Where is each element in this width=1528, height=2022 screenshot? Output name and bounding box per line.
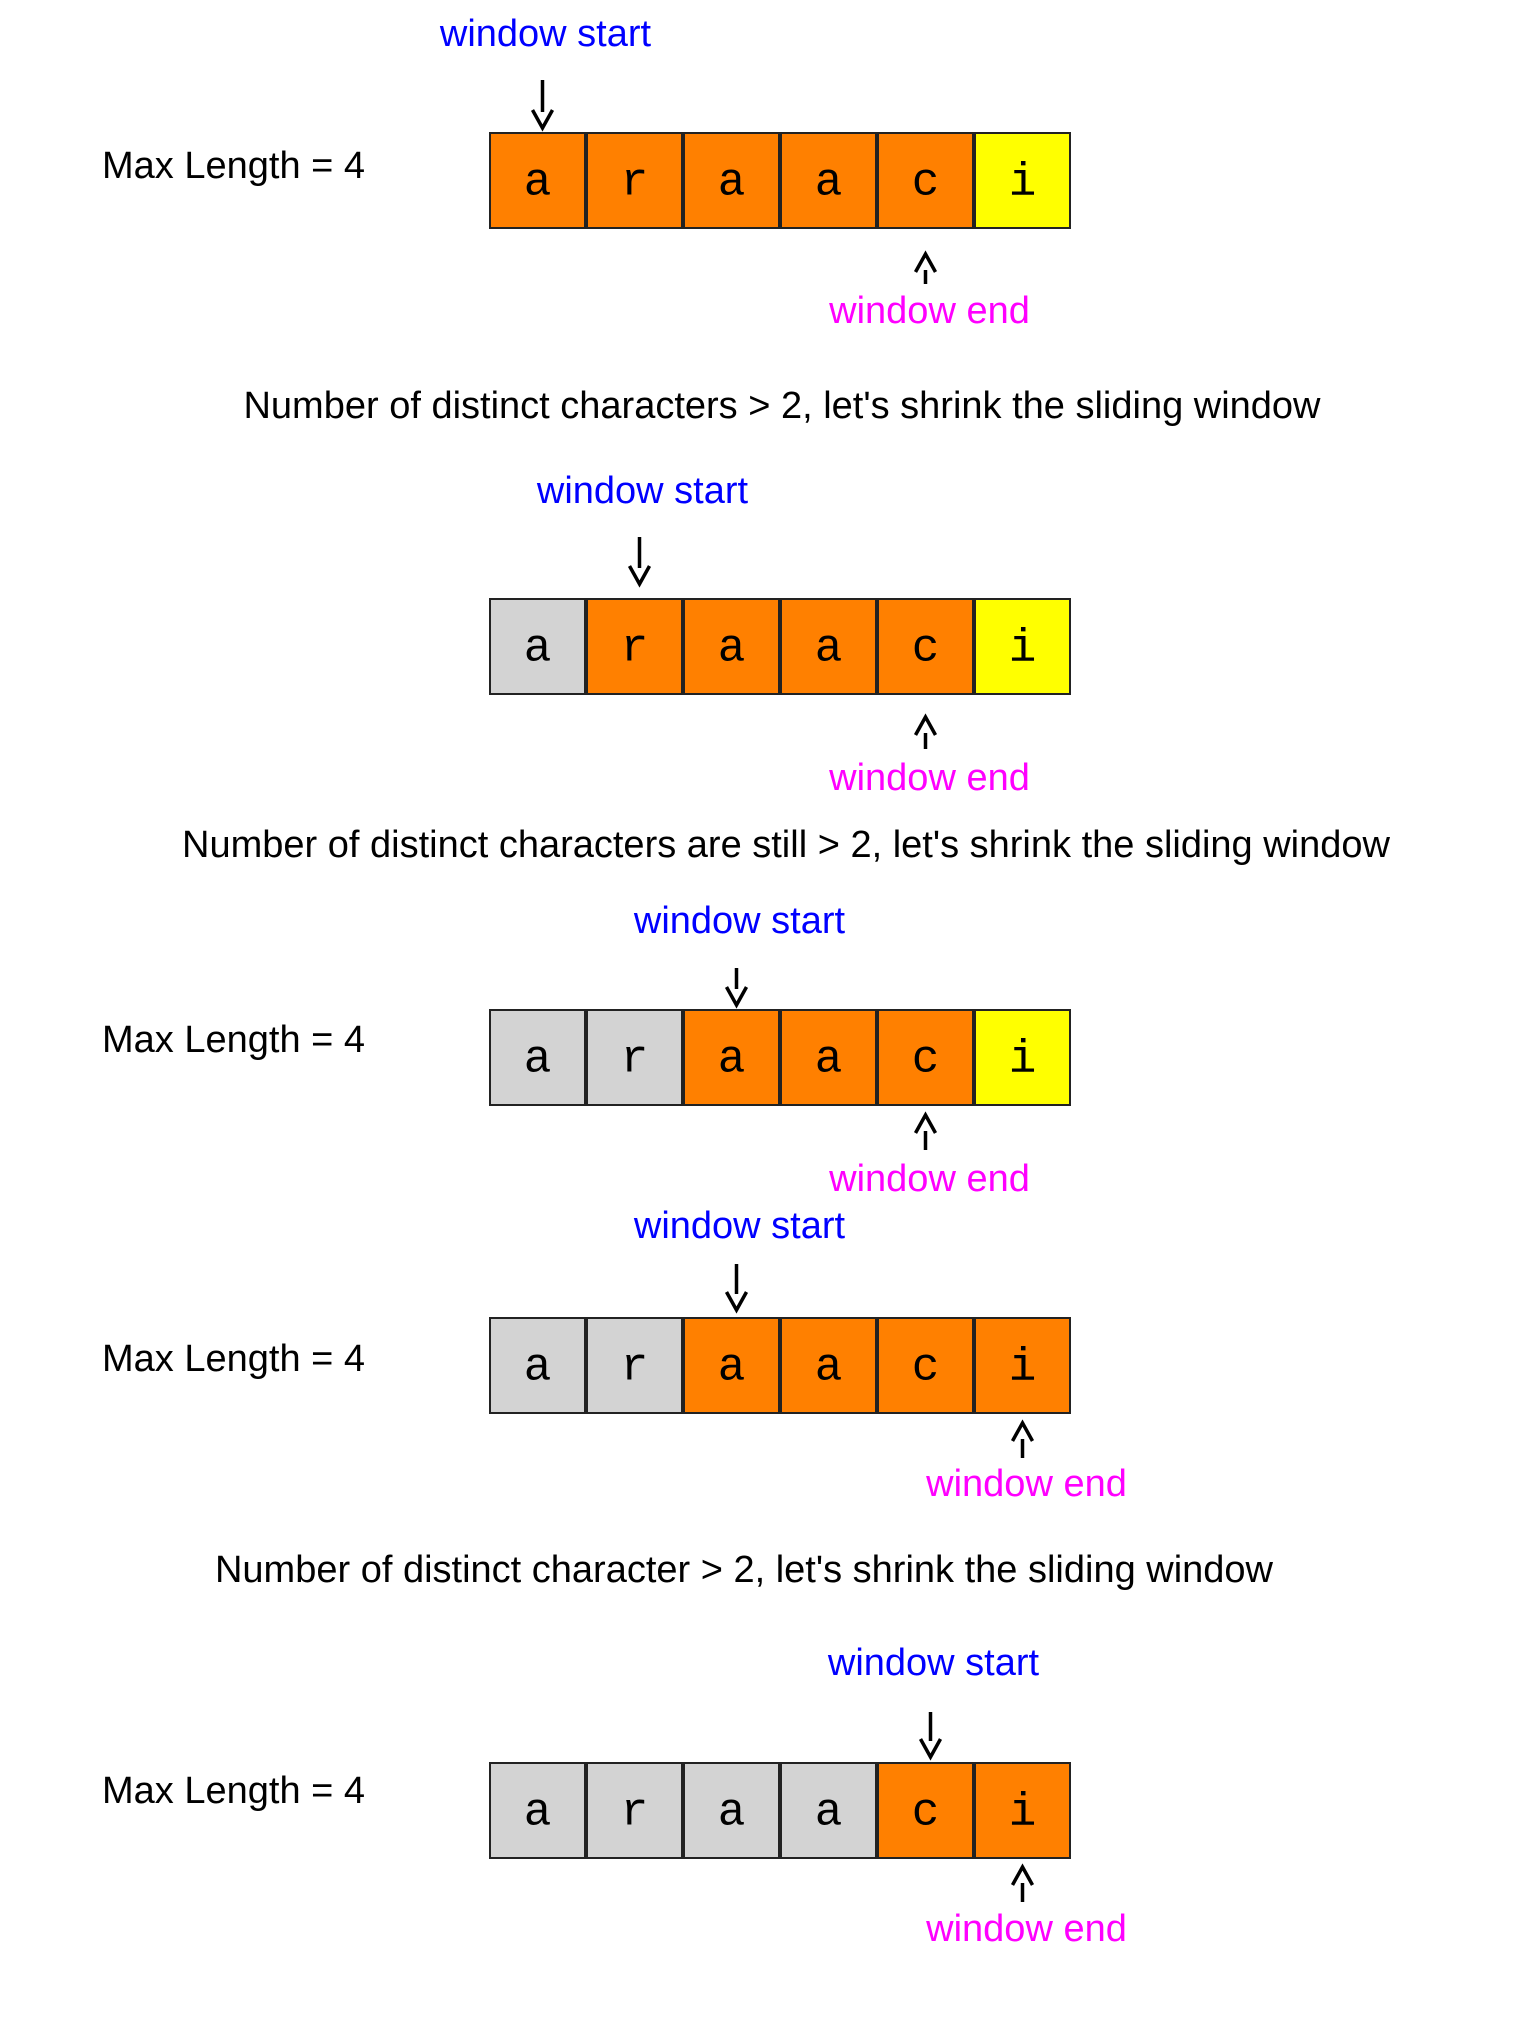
char-label: a [524, 623, 552, 675]
char-cell: r [586, 598, 683, 695]
step-3: window start a r a a c i window end Max Length =… [102, 900, 1071, 1200]
window-start-label: window start [536, 470, 749, 512]
step-5: window start a r a a c i window end Max Length =… [102, 1642, 1127, 1950]
char-label: r [621, 157, 649, 209]
step-4: window start a r a a c i window end Max Length =… [102, 1205, 1127, 1505]
char-cell: a [489, 132, 586, 229]
char-cell: a [683, 1762, 780, 1859]
window-start-label: window start [827, 1642, 1040, 1684]
max-length-label: Max Length = 4 [102, 145, 365, 187]
char-cell: a [489, 598, 586, 695]
char-cell: i [974, 598, 1071, 695]
char-cell: i [974, 1009, 1071, 1106]
char-label: a [718, 1342, 746, 1394]
char-label: i [1009, 623, 1037, 675]
char-label: c [912, 1787, 940, 1839]
char-cell: a [780, 1009, 877, 1106]
window-start-label: window start [439, 13, 652, 55]
window-end-label: window end [925, 1463, 1127, 1505]
char-label: a [815, 1787, 843, 1839]
char-label: c [912, 1342, 940, 1394]
max-length-label: Max Length = 4 [102, 1338, 365, 1380]
char-cell: c [877, 1317, 974, 1414]
window-start-arrow-icon [918, 1712, 943, 1761]
char-label: r [621, 1342, 649, 1394]
char-label: r [621, 623, 649, 675]
char-label: a [815, 1342, 843, 1394]
char-cell: r [586, 1317, 683, 1414]
char-cell: r [586, 132, 683, 229]
window-end-label: window end [828, 1158, 1030, 1200]
char-label: i [1009, 1034, 1037, 1086]
window-end-label: window end [925, 1908, 1127, 1950]
char-cell: a [489, 1762, 586, 1859]
char-label: a [718, 623, 746, 675]
char-label: a [718, 157, 746, 209]
char-cell: a [683, 1009, 780, 1106]
max-length-label: Max Length = 4 [102, 1770, 365, 1812]
char-cell: i [974, 1317, 1071, 1414]
char-label: a [815, 1034, 843, 1086]
char-cell: r [586, 1009, 683, 1106]
window-start-arrow-icon [530, 80, 555, 132]
shrink-note: Number of distinct characters are still … [182, 824, 1390, 866]
max-length-label: Max Length = 4 [102, 1019, 365, 1061]
window-end-label: window end [828, 757, 1030, 799]
char-label: i [1009, 1342, 1037, 1394]
char-cell: a [780, 1762, 877, 1859]
char-label: a [815, 157, 843, 209]
char-label: c [912, 623, 940, 675]
char-cell: a [780, 1317, 877, 1414]
char-cell: c [877, 1009, 974, 1106]
window-start-arrow-icon [724, 1264, 749, 1314]
char-cell: a [683, 1317, 780, 1414]
char-cell: c [877, 132, 974, 229]
step-2: window start a r a a c i window end [489, 470, 1071, 799]
char-label: r [621, 1787, 649, 1839]
window-end-arrow-icon [1010, 1863, 1035, 1902]
window-end-label: window end [828, 290, 1030, 332]
char-cell: i [974, 132, 1071, 229]
window-end-arrow-icon [913, 250, 938, 284]
shrink-note: Number of distinct characters > 2, let's… [243, 385, 1321, 427]
char-label: c [912, 157, 940, 209]
char-cell: a [489, 1009, 586, 1106]
window-end-arrow-icon [1010, 1419, 1035, 1458]
window-start-arrow-icon [627, 537, 652, 588]
char-label: a [524, 157, 552, 209]
char-cell: i [974, 1762, 1071, 1859]
window-start-label: window start [633, 900, 846, 942]
char-cell: a [780, 132, 877, 229]
char-cell: a [683, 598, 780, 695]
char-label: c [912, 1034, 940, 1086]
window-end-arrow-icon [913, 1111, 938, 1150]
char-label: i [1009, 157, 1037, 209]
char-cell: a [780, 598, 877, 695]
char-label: a [524, 1034, 552, 1086]
char-label: a [718, 1787, 746, 1839]
char-cell: a [683, 132, 780, 229]
window-start-arrow-icon [724, 968, 749, 1009]
shrink-note: Number of distinct character > 2, let's … [215, 1549, 1274, 1591]
char-label: r [621, 1034, 649, 1086]
char-label: a [524, 1787, 552, 1839]
step-1: window start a r a a c i window end Max Length =… [102, 13, 1071, 332]
char-cell: c [877, 598, 974, 695]
char-label: i [1009, 1787, 1037, 1839]
window-end-arrow-icon [913, 713, 938, 749]
char-cell: c [877, 1762, 974, 1859]
window-start-label: window start [633, 1205, 846, 1247]
char-cell: a [489, 1317, 586, 1414]
char-label: a [524, 1342, 552, 1394]
char-cell: r [586, 1762, 683, 1859]
char-label: a [815, 623, 843, 675]
char-label: a [718, 1034, 746, 1086]
